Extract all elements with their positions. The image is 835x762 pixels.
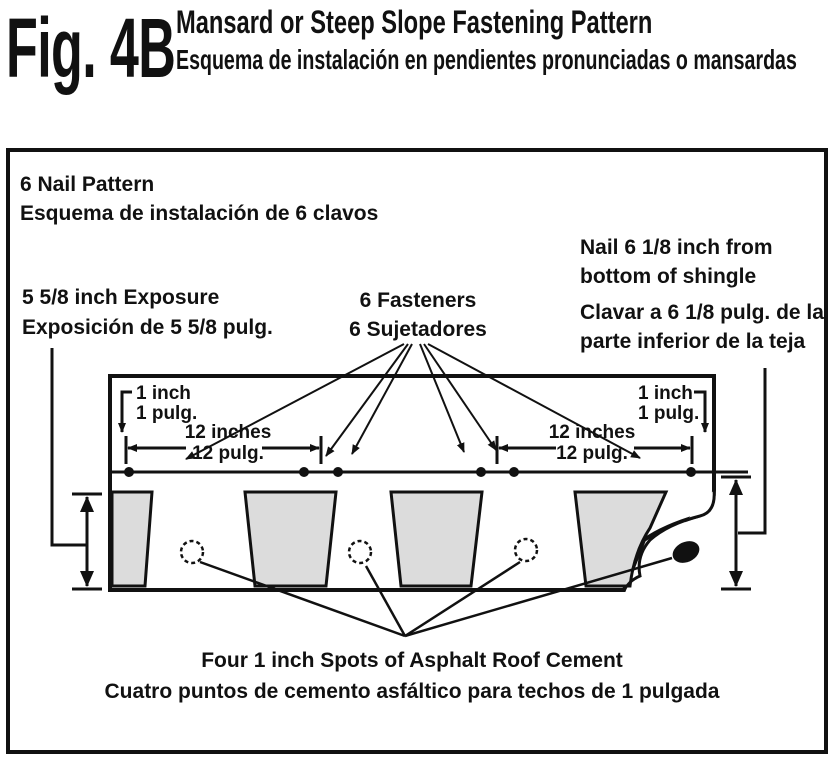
cement-under-corner — [672, 541, 700, 563]
nail-dot — [299, 467, 309, 477]
cement-caption-es: Cuatro puntos de cemento asfáltico para … — [105, 680, 720, 703]
cement-leader — [404, 560, 521, 638]
fasteners-label-es: 6 Sujetadores — [349, 318, 487, 341]
nail-dot — [333, 467, 343, 477]
figure-label: Fig. 4B — [6, 1, 176, 95]
fastener-pointer — [325, 343, 409, 457]
fasteners-label: 6 Fasteners — [360, 289, 477, 312]
edge-right-pulg: 1 pulg. — [638, 403, 699, 424]
spacing-left-inches: 12 inches — [185, 422, 272, 443]
shingle-tab — [389, 490, 484, 588]
exposure-label-es: Exposición de 5 5/8 pulg. — [22, 316, 273, 339]
pattern-title: 6 Nail Pattern — [20, 173, 154, 196]
edge-right-arrow — [694, 390, 709, 433]
cement-spot — [347, 539, 373, 565]
nail-note-leader — [738, 368, 767, 535]
nail-dot — [476, 467, 486, 477]
nail-dot — [686, 467, 696, 477]
edge-left-arrow — [118, 390, 132, 433]
fastener-pointer — [423, 343, 497, 451]
spacing-right-inches: 12 inches — [549, 422, 636, 443]
fastener-pointer — [419, 343, 465, 453]
edge-left-pulg: 1 pulg. — [136, 403, 197, 424]
edge-right-inch: 1 inch — [638, 383, 693, 404]
fastener-pointer — [427, 343, 641, 459]
nail-note-line1: Nail 6 1/8 inch from — [580, 236, 773, 259]
nail-note-line3: Clavar a 6 1/8 pulg. de la — [580, 301, 824, 324]
exposure-label: 5 5/8 inch Exposure — [22, 286, 219, 309]
nail-note-line2: bottom of shingle — [580, 265, 756, 288]
cement-spot — [179, 539, 205, 565]
nail-dot — [124, 467, 134, 477]
cement-leader — [199, 560, 406, 638]
nail-note-line4: parte inferior de la teja — [580, 330, 806, 353]
spacing-right-pulg: 12 pulg. — [556, 443, 628, 464]
edge-left-inch: 1 inch — [136, 383, 191, 404]
shingle-tab — [243, 490, 338, 588]
fastener-pointer — [351, 343, 413, 455]
shingle-tab — [573, 490, 669, 588]
cement-caption: Four 1 inch Spots of Asphalt Roof Cement — [201, 649, 623, 672]
nail-dot — [509, 467, 519, 477]
diagram-panel — [6, 148, 828, 754]
fastener-pointer — [185, 343, 405, 460]
exposure-leader — [50, 348, 88, 547]
figure-subtitle: Esquema de instalación en pendientes pro… — [176, 44, 797, 75]
figure-title: Mansard or Steep Slope Fastening Pattern — [176, 4, 653, 40]
pattern-subtitle: Esquema de instalación de 6 clavos — [20, 202, 378, 225]
cement-spot — [513, 537, 539, 563]
cement-leader — [364, 565, 407, 637]
spacing-left-pulg: 12 pulg. — [192, 443, 264, 464]
shingle-curled-corner — [622, 489, 716, 591]
cement-leader — [404, 556, 673, 638]
shingle-tab — [110, 490, 154, 588]
